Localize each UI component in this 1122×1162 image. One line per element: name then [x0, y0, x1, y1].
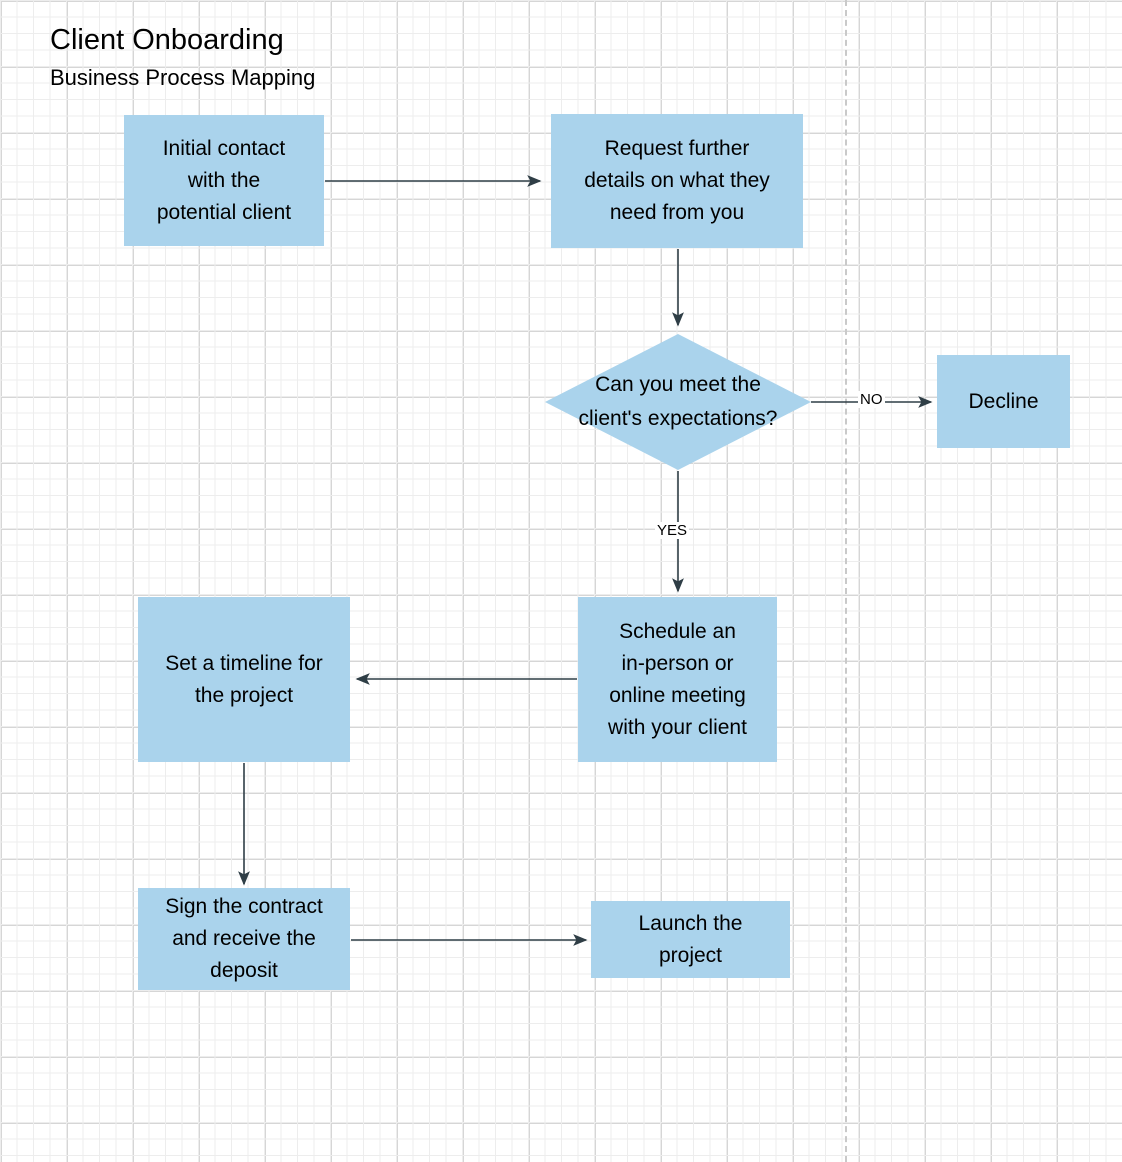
- edge-label-yes: YES: [655, 522, 690, 539]
- node-set-timeline[interactable]: Set a timeline for the project: [138, 597, 350, 762]
- page-title: Client Onboarding: [50, 24, 284, 56]
- node-label: Schedule an in-person or online meeting …: [608, 619, 747, 739]
- node-schedule-meeting[interactable]: Schedule an in-person or online meeting …: [578, 597, 777, 762]
- node-label: Decline: [968, 389, 1039, 413]
- page-subtitle: Business Process Mapping: [50, 65, 316, 90]
- node-label: Launch the project: [638, 911, 743, 967]
- node-label: Sign the contract and receive the deposi…: [165, 895, 323, 982]
- node-decision-expectations[interactable]: Can you meet the client's expectations?: [545, 334, 811, 470]
- node-label: Set a timeline for the project: [165, 651, 323, 707]
- node-decline[interactable]: Decline: [937, 355, 1070, 448]
- node-label: Can you meet the client's expectations?: [578, 373, 778, 430]
- node-label: Request further details on what they nee…: [584, 137, 770, 224]
- node-request-details[interactable]: Request further details on what they nee…: [551, 114, 803, 248]
- node-initial-contact[interactable]: Initial contact with the potential clien…: [124, 115, 324, 246]
- node-launch-project[interactable]: Launch the project: [591, 901, 790, 978]
- edge-label-no: NO: [858, 391, 885, 408]
- page-break-guide: [845, 0, 847, 1162]
- node-label: Initial contact with the potential clien…: [156, 136, 292, 224]
- node-sign-contract[interactable]: Sign the contract and receive the deposi…: [138, 888, 350, 990]
